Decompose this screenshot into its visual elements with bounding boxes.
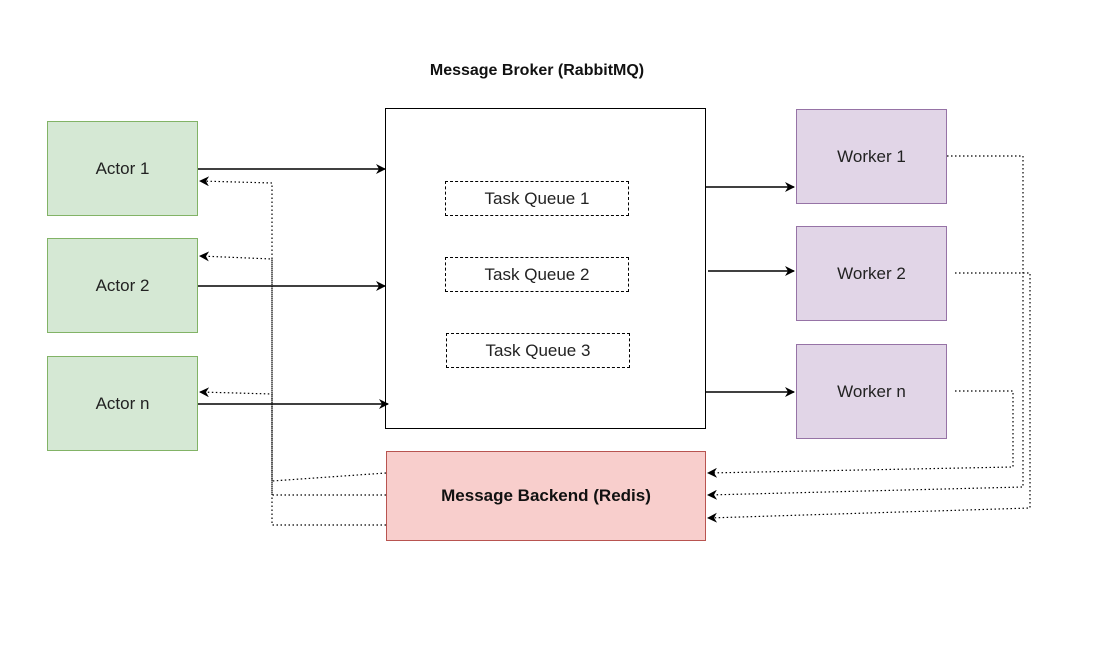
task-queue-1[interactable]: Task Queue 1 (445, 181, 629, 216)
message-backend-node[interactable]: Message Backend (Redis) (386, 451, 706, 541)
dotted-workern-to-backend (707, 390, 1014, 478)
dotted-backend-to-actorn (199, 387, 387, 482)
dotted-backend-to-actor1 (199, 176, 386, 526)
dotted-worker1-to-backend (707, 155, 1024, 500)
message-backend-label: Message Backend (Redis) (441, 486, 651, 505)
actor-2-label: Actor 2 (95, 275, 150, 295)
task-queue-3[interactable]: Task Queue 3 (446, 333, 630, 368)
broker-title: Message Broker (RabbitMQ) (429, 62, 645, 79)
worker-2-node[interactable]: Worker 2 (796, 226, 947, 321)
worker-n-node[interactable]: Worker n (796, 344, 947, 439)
dotted-backend-to-actor2 (199, 251, 386, 496)
actor-1-label: Actor 1 (95, 158, 150, 178)
task-queue-2-label: Task Queue 2 (484, 264, 590, 284)
task-queue-2[interactable]: Task Queue 2 (445, 257, 629, 292)
task-queue-1-label: Task Queue 1 (484, 188, 590, 208)
worker-1-label: Worker 1 (837, 146, 906, 166)
worker-n-label: Worker n (837, 381, 906, 401)
dotted-worker2-to-backend (707, 272, 1031, 523)
message-broker-node[interactable]: Task Queue 1 Task Queue 2 Task Queue 3 (385, 108, 706, 429)
actor-2-node[interactable]: Actor 2 (47, 238, 198, 333)
worker-2-label: Worker 2 (837, 263, 906, 283)
actor-1-node[interactable]: Actor 1 (47, 121, 198, 216)
actor-n-node[interactable]: Actor n (47, 356, 198, 451)
worker-1-node[interactable]: Worker 1 (796, 109, 947, 204)
task-queue-3-label: Task Queue 3 (485, 340, 591, 360)
actor-n-label: Actor n (95, 393, 150, 413)
